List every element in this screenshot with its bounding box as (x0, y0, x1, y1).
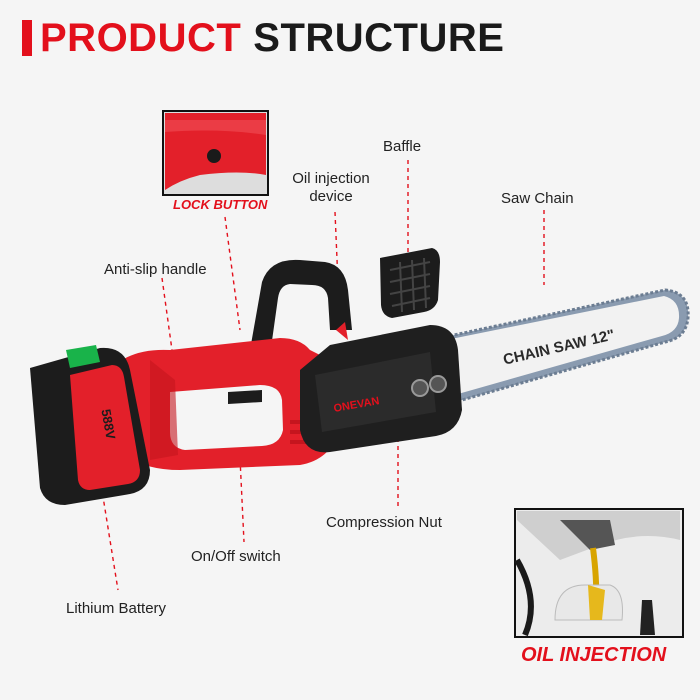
title-accent-bar (22, 20, 32, 56)
title-structure: STRUCTURE (253, 15, 505, 60)
on-off-switch (228, 390, 262, 404)
compression-nut-label: Compression Nut (326, 514, 442, 531)
oil-injection-inset (514, 508, 684, 638)
saw-chain-label: Saw Chain (501, 190, 574, 207)
lithium-battery-label: Lithium Battery (66, 600, 167, 617)
battery-pack: 588V (30, 345, 150, 505)
handle-opening (170, 385, 283, 450)
top-handle (250, 259, 352, 355)
title-product: PRODUCT (40, 15, 242, 60)
oil-injection-label: OIL INJECTION (521, 644, 667, 666)
battery-voltage: 588V (98, 408, 118, 441)
oil-injection-device-label: Oil injection device (292, 170, 370, 205)
lock-button-label: LOCK BUTTON (173, 197, 268, 212)
on-off-switch-label: On/Off switch (191, 548, 281, 565)
compression-nuts (411, 375, 447, 397)
baffle-label: Baffle (383, 138, 422, 155)
anti-slip-handle-label: Anti-slip handle (104, 261, 207, 278)
lock-button-inset (162, 110, 269, 196)
baffle (380, 248, 440, 318)
oil-cap (336, 322, 348, 340)
guide-bar: CHAIN SAW 12" (439, 288, 690, 404)
page-title: PRODUCT STRUCTURE (22, 10, 504, 66)
lock-button-dot (207, 149, 221, 163)
